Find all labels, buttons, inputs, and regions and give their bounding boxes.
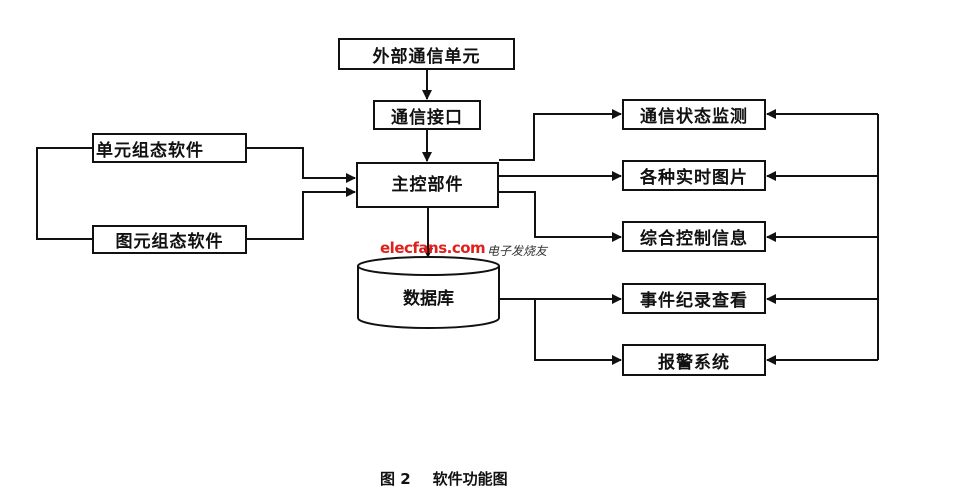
arrow-main-to-status: [499, 109, 622, 161]
watermark-cn: 电子发烧友: [487, 244, 548, 258]
caption-title: 软件功能图: [432, 470, 508, 488]
node-element-config-software: 图元组态软件: [92, 225, 247, 254]
node-comm-status-monitor: 通信状态监测: [622, 99, 766, 130]
watermark-logo: elecfans.com: [380, 239, 486, 257]
arrow-db-to-alarm: [534, 299, 622, 365]
node-alarm-system: 报警系统: [622, 344, 766, 376]
node-comm-interface: 通信接口: [373, 100, 481, 130]
left-loop-line: [36, 147, 92, 240]
database-cylinder: [357, 256, 500, 329]
node-unit-config-software: 单元组态软件: [92, 133, 247, 163]
node-main-control: 主控部件: [356, 162, 499, 208]
caption-number: 图 2: [380, 470, 411, 488]
figure-caption: 图 2 软件功能图: [380, 468, 530, 489]
node-realtime-images: 各种实时图片: [622, 160, 766, 191]
node-integrated-control-info: 综合控制信息: [622, 221, 766, 252]
arrow-main-to-control-info: [499, 191, 622, 242]
arrow-element-config-to-main: [247, 187, 356, 240]
arrow-unit-config-to-main: [247, 147, 356, 183]
node-event-record-view: 事件纪录查看: [622, 283, 766, 314]
node-database: 数据库: [403, 289, 454, 309]
node-external-unit: 外部通信单元: [338, 38, 515, 70]
